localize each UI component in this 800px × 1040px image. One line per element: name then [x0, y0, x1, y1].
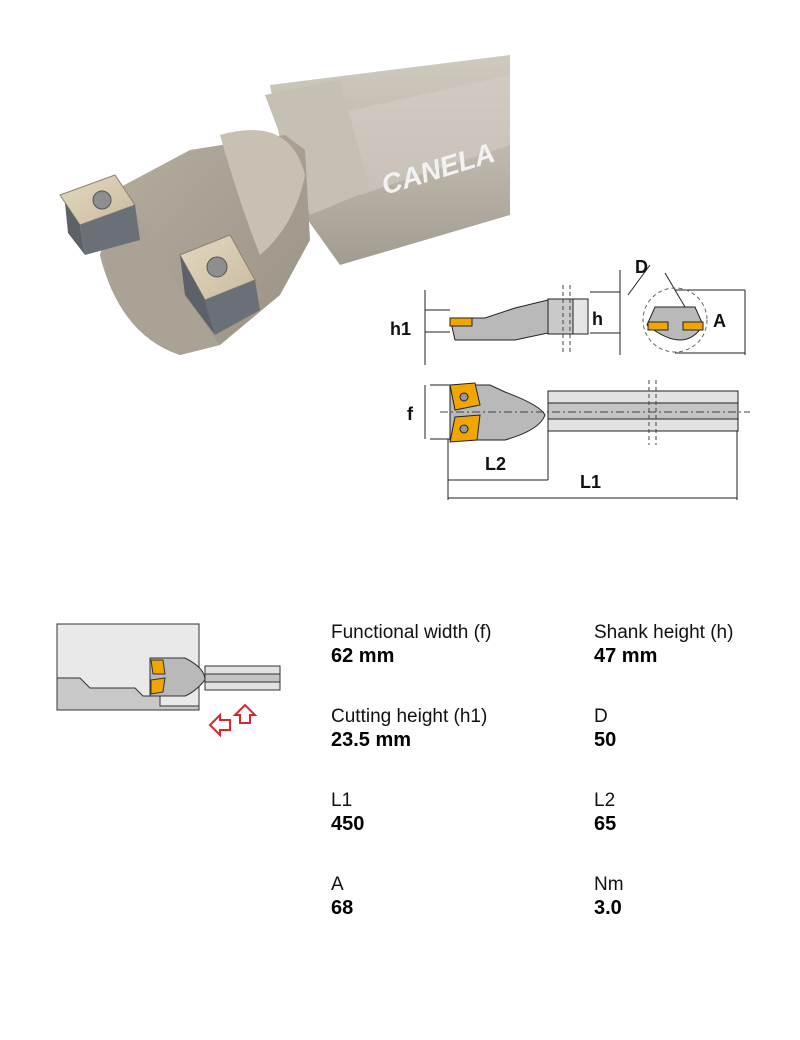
spec-label: Cutting height (h1) [331, 706, 488, 727]
spec-value: 62 mm [331, 645, 395, 667]
spec-label: Nm [594, 874, 624, 895]
label-f: f [407, 404, 414, 424]
spec-value: 23.5 mm [331, 729, 412, 751]
spec-cutting-height: Cutting height (h1) 23.5 mm [331, 706, 487, 752]
spec-d: D 50 [594, 706, 616, 752]
label-l1: L1 [580, 472, 601, 492]
spec-label: L2 [594, 790, 616, 811]
spec-label: A [331, 874, 344, 895]
label-a: A [713, 311, 726, 331]
spec-a: A 68 [331, 874, 353, 920]
application-icon [55, 620, 285, 740]
label-h: h [592, 309, 603, 329]
spec-label: L1 [331, 790, 353, 811]
spec-l2: L2 65 [594, 790, 616, 836]
spec-label: Shank height (h) [594, 622, 734, 643]
spec-functional-width: Functional width (f) 62 mm [331, 622, 492, 668]
spec-value: 68 [331, 897, 354, 919]
spec-value: 3.0 [594, 897, 622, 919]
spec-value: 47 mm [594, 645, 658, 667]
label-h1: h1 [390, 319, 411, 339]
spec-label: Functional width (f) [331, 622, 492, 643]
spec-l1: L1 450 [331, 790, 364, 836]
spec-shank-height: Shank height (h) 47 mm [594, 622, 733, 668]
dimension-drawing: h1 h D A f L2 L1 [385, 255, 760, 505]
spec-value: 65 [594, 813, 617, 835]
spec-value: 450 [331, 813, 365, 835]
label-d: D [635, 257, 648, 277]
spec-nm: Nm 3.0 [594, 874, 624, 920]
spec-label: D [594, 706, 608, 727]
label-l2: L2 [485, 454, 506, 474]
spec-value: 50 [594, 729, 617, 751]
product-photo: CANELA [40, 55, 520, 365]
